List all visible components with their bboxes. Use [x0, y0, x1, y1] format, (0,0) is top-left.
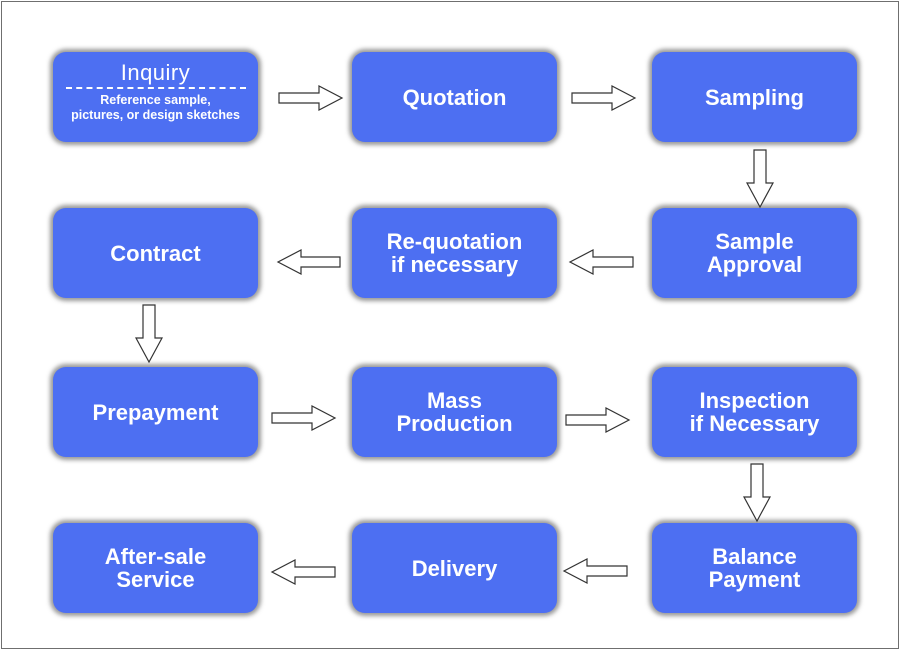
arrow-right-icon [565, 407, 631, 433]
step-after-sale: After-sale Service [53, 523, 258, 613]
arrow-right-icon [278, 85, 344, 111]
arrow-down-icon [745, 149, 775, 209]
step-delivery: Delivery [352, 523, 557, 613]
step-prepayment-label: Prepayment [92, 399, 219, 425]
step-inquiry-subtitle-2: pictures, or design sketches [71, 108, 240, 122]
step-requotation-label-1: Re-quotation [386, 229, 523, 254]
step-sample-approval-label-1: Sample [715, 229, 794, 254]
step-inquiry-title: Inquiry [120, 60, 191, 85]
arrow-left-icon [270, 559, 336, 585]
arrow-down-icon [134, 304, 164, 364]
step-balance-payment-label-1: Balance [712, 544, 797, 569]
step-contract: Contract [53, 208, 258, 298]
step-prepayment: Prepayment [53, 367, 258, 457]
step-inspection-label-2: if Necessary [689, 411, 820, 436]
step-requotation-label-2: if necessary [390, 252, 519, 277]
step-sample-approval: Sample Approval [652, 208, 857, 298]
step-delivery-label: Delivery [411, 555, 498, 581]
step-mass-production-label-1: Mass [426, 388, 483, 413]
step-quotation: Quotation [352, 52, 557, 142]
arrow-right-icon [271, 405, 337, 431]
step-requotation: Re-quotation if necessary [352, 208, 557, 298]
step-contract-label: Contract [110, 240, 201, 266]
step-inquiry-divider [65, 87, 246, 89]
step-after-sale-label-1: After-sale [104, 544, 207, 569]
step-balance-payment-label-2: Payment [708, 567, 801, 592]
step-quotation-label: Quotation [402, 84, 507, 110]
step-inspection: Inspection if Necessary [652, 367, 857, 457]
step-sampling-label: Sampling [704, 84, 804, 110]
step-sampling: Sampling [652, 52, 857, 142]
arrow-left-icon [562, 558, 628, 584]
step-mass-production-label-2: Production [396, 411, 513, 436]
step-after-sale-label-2: Service [116, 567, 195, 592]
step-mass-production: Mass Production [352, 367, 557, 457]
arrow-left-icon [568, 249, 634, 275]
arrow-down-icon [742, 463, 772, 523]
arrow-right-icon [571, 85, 637, 111]
step-inquiry: Inquiry Reference sample, pictures, or d… [53, 52, 258, 142]
step-inquiry-subtitle-1: Reference sample, [100, 93, 211, 107]
arrow-left-icon [276, 249, 341, 275]
step-sample-approval-label-2: Approval [706, 252, 803, 277]
step-inspection-label-1: Inspection [699, 388, 810, 413]
step-balance-payment: Balance Payment [652, 523, 857, 613]
